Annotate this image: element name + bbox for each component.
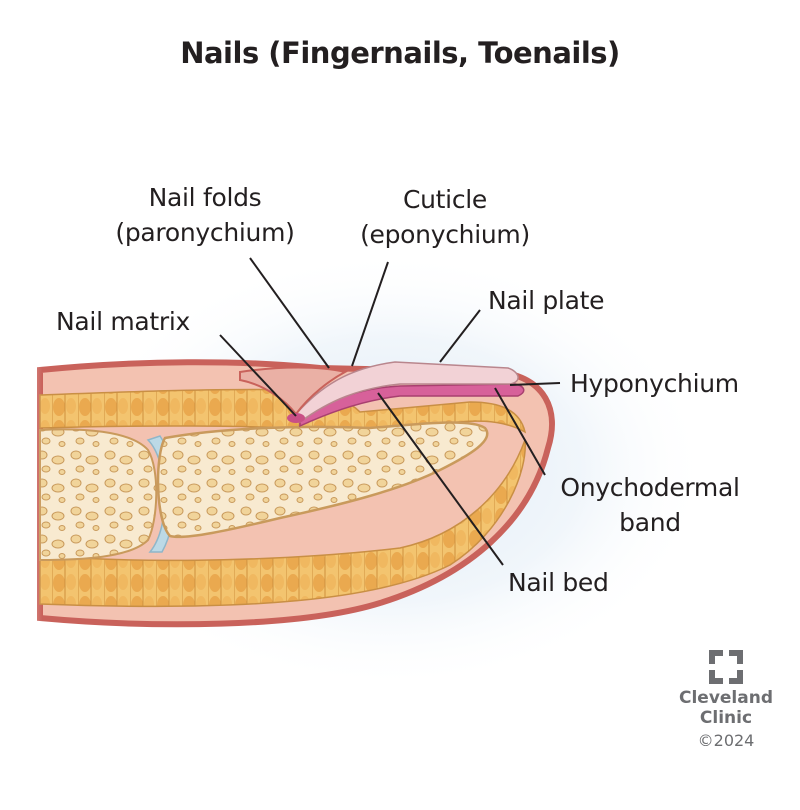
hyponychium-label: Hyponychium: [570, 369, 739, 398]
onychodermal-band-label-line1: Onychodermal: [560, 473, 740, 502]
onychodermal-band-label-line2: band: [619, 508, 681, 537]
nail-matrix-leader: [219, 334, 297, 417]
cuticle-label-line2: (eponychium): [360, 220, 530, 249]
logo-text-line2: Clinic: [699, 708, 753, 728]
nail-folds-label: Nail folds (paronychium): [105, 180, 305, 250]
diagram-title: Nails (Fingernails, Toenails): [180, 36, 620, 70]
nail-matrix-label: Nail matrix: [56, 307, 191, 336]
nail-plate-leader: [439, 309, 481, 363]
nail-folds-label-line1: Nail folds: [148, 183, 262, 212]
onychodermal-band-label: Onychodermal band: [540, 470, 760, 540]
cleveland-clinic-logo: Cleveland Clinic ©2024: [666, 650, 786, 754]
left-fade: [0, 340, 470, 640]
hyponychium-leader: [509, 382, 561, 386]
cleveland-clinic-logo-icon: [709, 650, 743, 684]
cuticle-label-line1: Cuticle: [402, 185, 488, 214]
onychodermal-band-leader: [494, 387, 546, 476]
nail-bed-leader: [377, 392, 504, 566]
copyright-text: ©2024: [697, 731, 755, 750]
cuticle-label: Cuticle (eponychium): [345, 182, 545, 252]
cuticle-leader: [351, 261, 389, 367]
nail-bed-label: Nail bed: [508, 568, 609, 597]
nail-folds-leader: [249, 257, 330, 369]
nail-plate-label: Nail plate: [488, 286, 605, 315]
nail-folds-label-line2: (paronychium): [115, 218, 295, 247]
logo-text-line1: Cleveland: [678, 688, 773, 708]
leader-lines: [219, 257, 561, 566]
